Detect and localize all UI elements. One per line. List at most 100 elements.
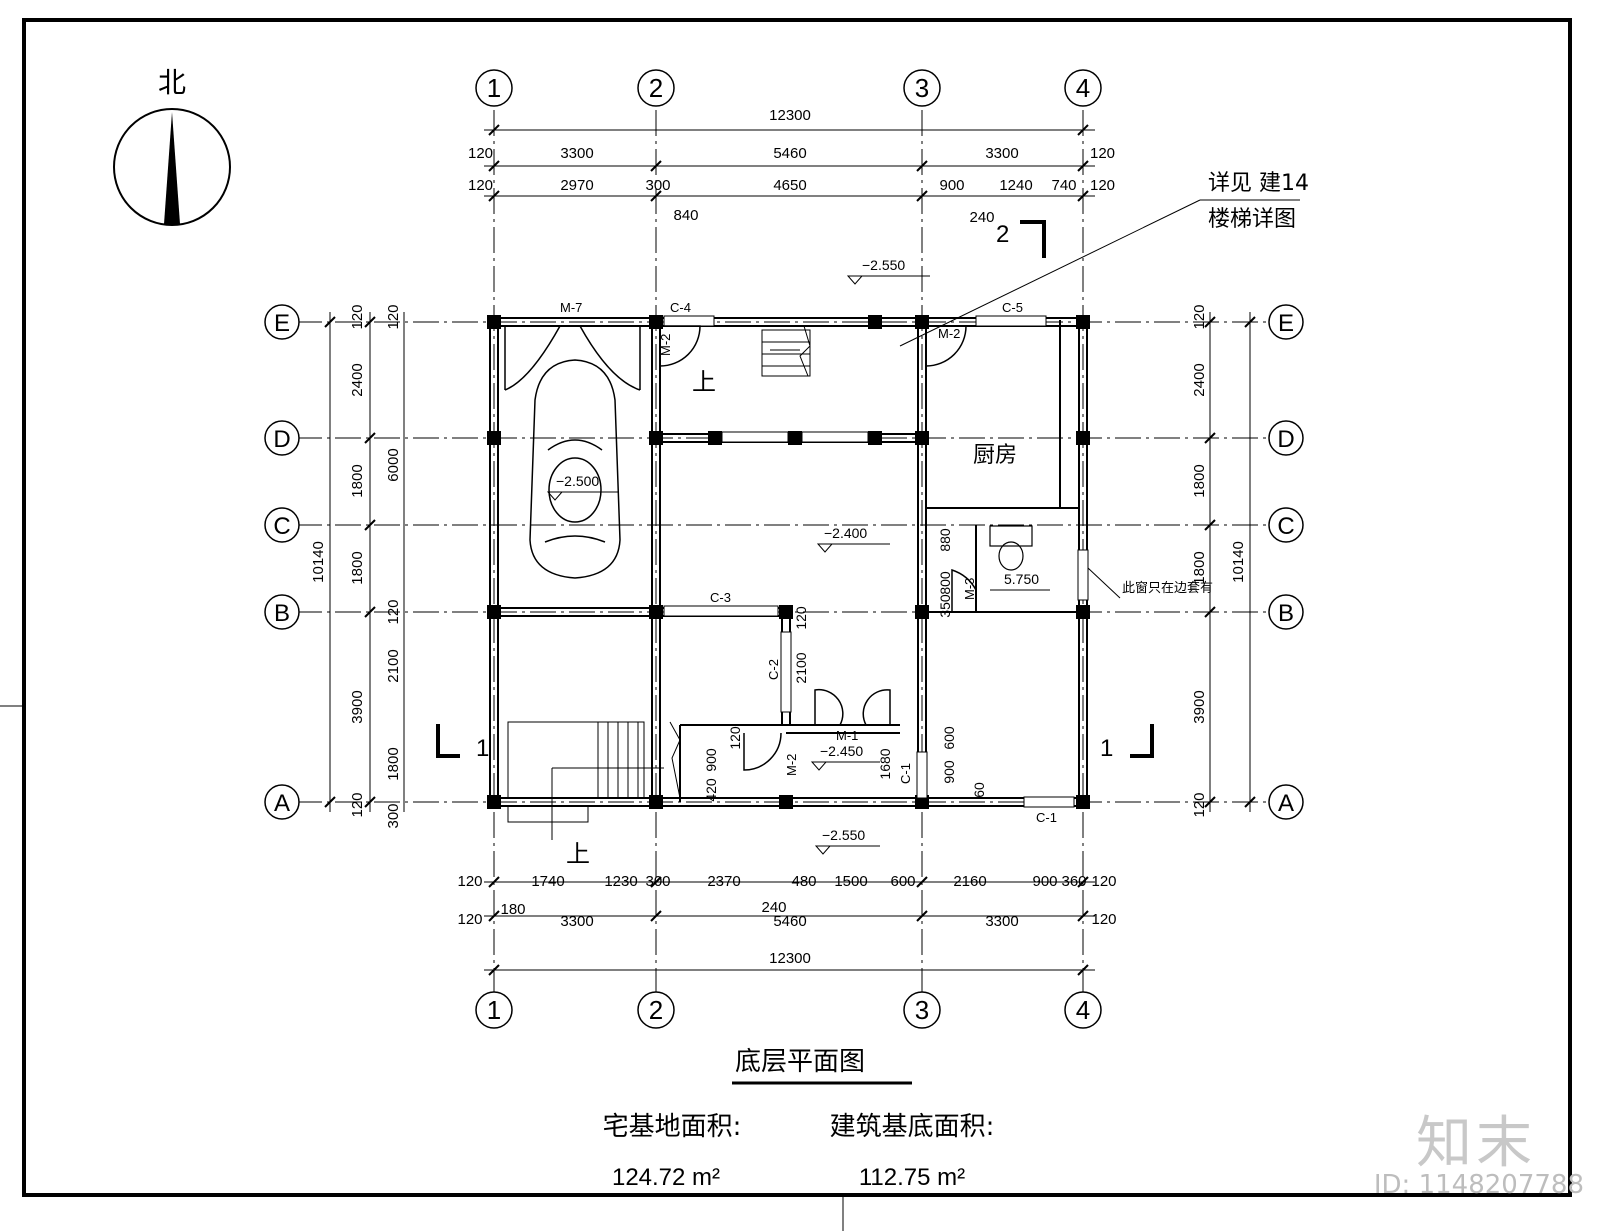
dim-text: 360	[1061, 873, 1086, 890]
grid-row-label: C	[1277, 513, 1294, 540]
door-m2-c	[743, 732, 782, 771]
dim-text: 120	[468, 177, 493, 194]
grid-bubble	[1268, 304, 1304, 340]
dim-text: 2160	[953, 873, 986, 890]
stairs	[507, 325, 811, 840]
stair-note: 详见 建14	[1208, 171, 1309, 196]
tag-c2: C-2	[766, 659, 781, 680]
grid-row-label: A	[274, 790, 290, 817]
grid-col-label: 2	[649, 73, 663, 103]
dim-text: 240	[969, 209, 994, 226]
tag-c3: C-3	[710, 590, 731, 605]
dim-text: 10140	[1230, 541, 1247, 583]
dim-text: 3300	[560, 913, 593, 930]
grid-row-label: B	[1278, 600, 1294, 627]
grid-bubble	[264, 420, 300, 456]
dim-text: 3900	[1191, 690, 1208, 723]
door-m7	[504, 325, 641, 391]
dim-text: 120	[1091, 873, 1116, 890]
dim-text: 120	[1091, 911, 1116, 928]
dimension-ticks	[324, 124, 1256, 976]
dim-text: 420	[703, 778, 719, 802]
section-marks	[436, 220, 1154, 758]
dim-text: 1240	[999, 177, 1032, 194]
grid-bubble	[1268, 784, 1304, 820]
tag-m2: M-2	[784, 754, 799, 776]
grid-bubble	[475, 991, 513, 1029]
grid-bubble	[1268, 420, 1304, 456]
dim-text: 1800	[385, 747, 402, 780]
stair-note: 楼梯详图	[1208, 207, 1296, 232]
dim-text: 120	[793, 606, 809, 630]
structural-columns	[487, 315, 1090, 809]
dim-text: 2370	[707, 873, 740, 890]
window-c5	[975, 315, 1047, 327]
dim-text: 3900	[349, 690, 366, 723]
grid-row-label: D	[273, 426, 290, 453]
dim-text: 120	[1191, 792, 1208, 817]
dim-text: 480	[791, 873, 816, 890]
elevation-label: 5.750	[1004, 571, 1039, 587]
dim-text: 120	[385, 304, 402, 329]
tag-c1: C-1	[1036, 810, 1057, 825]
elevation-marks: −2.550 −2.500 −2.400 −2.450 −2.550 5.750	[546, 257, 1050, 855]
walls	[489, 317, 1088, 807]
tag-c4: C-4	[670, 300, 691, 315]
window-note: 此窗只在边套有	[1122, 580, 1213, 596]
dim-text: 12300	[769, 107, 811, 124]
grid-bubble	[1064, 69, 1102, 107]
grid-row-label: C	[273, 513, 290, 540]
grid-col-label: 2	[649, 995, 663, 1025]
grid-bubble	[1268, 507, 1304, 543]
dim-text: 2400	[1191, 363, 1208, 396]
dim-text: 120	[349, 304, 366, 329]
grid-bubble	[264, 594, 300, 630]
grid-row-label: D	[1277, 426, 1294, 453]
dim-text: 1680	[877, 748, 893, 779]
grid-row-label: E	[274, 310, 290, 337]
tag-m3: M-3	[962, 578, 977, 600]
dim-text: 3300	[985, 145, 1018, 162]
watermark-id: ID: 1148207788	[1373, 1170, 1584, 1200]
drawing-frame	[22, 18, 1572, 1197]
grid-row-bubbles: E D C B A E D C B A	[264, 304, 1304, 820]
up-label: 上	[566, 840, 590, 868]
dim-text: 5460	[773, 913, 806, 930]
dim-text: 3300	[560, 145, 593, 162]
building-area-label: 建筑基底面积:	[830, 1112, 995, 1142]
tag-m2: M-2	[938, 326, 960, 341]
dim-text: 1500	[834, 873, 867, 890]
dim-text: 120	[1191, 304, 1208, 329]
elevation-label: −2.550	[822, 827, 865, 843]
grid-col-label: 3	[915, 73, 929, 103]
door-m2-a	[659, 325, 701, 367]
dim-text: 2100	[385, 649, 402, 682]
door-m2-b	[925, 325, 967, 367]
grid-column-bubbles: 1 2 3 4 1 2 3 4	[475, 69, 1102, 1029]
dim-text: 120	[468, 145, 493, 162]
dim-text: 1740	[531, 873, 564, 890]
dim-text: 120	[1090, 177, 1115, 194]
grid-bubble	[264, 507, 300, 543]
site-area-label: 宅基地面积:	[603, 1112, 742, 1142]
north-label: 北	[158, 66, 186, 99]
grid-bubble	[1064, 991, 1102, 1029]
section-number: 1	[476, 735, 489, 762]
dim-text: 840	[673, 207, 698, 224]
grid-row-label: B	[274, 600, 290, 627]
dim-text: 900	[939, 177, 964, 194]
dim-text: 600	[941, 726, 957, 750]
tag-m1: M-1	[836, 728, 858, 743]
window-mid	[721, 431, 789, 443]
interior-dimensions: 880 800 350 120 2100 120 900 420 1680 60…	[703, 528, 987, 802]
grid-bubble	[903, 991, 941, 1029]
dim-text: 1800	[349, 551, 366, 584]
tag-c1: C-1	[898, 763, 913, 784]
section-number: 2	[996, 221, 1009, 248]
section-number: 1	[1100, 735, 1113, 762]
leader-lines	[899, 199, 1300, 599]
dim-text: 740	[1051, 177, 1076, 194]
dim-text: 120	[1090, 145, 1115, 162]
window-bath	[1077, 549, 1089, 601]
dim-text: 900	[703, 748, 719, 772]
